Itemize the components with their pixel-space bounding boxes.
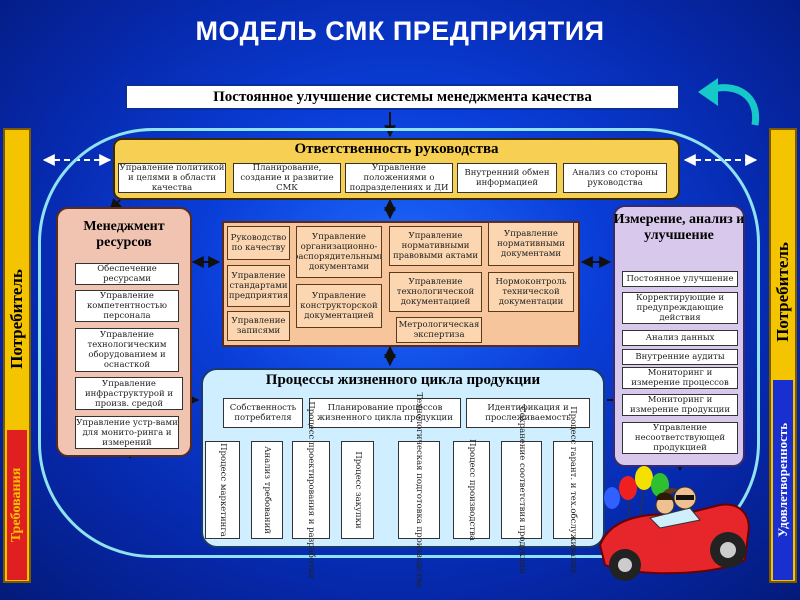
mgmt-item-planning: Планирование, создание и развитие СМК: [233, 163, 341, 193]
measure-item-corrective: Корректирующие и предупреждающие действи…: [622, 292, 738, 324]
doc-item-legal-acts: Управление нормативными правовыми актами: [389, 226, 482, 266]
step-marketing: Процесс маркетинга: [205, 441, 240, 539]
doc-item-records: Управление записями: [227, 311, 290, 341]
left-customer-bar: Потребитель Требования: [3, 128, 31, 583]
doc-item-norm-control: Нормоконтроль технической документации: [488, 272, 574, 312]
mgmt-item-policy: Управление политикой и целями в области …: [118, 163, 226, 193]
process-loop-oval: [38, 128, 760, 558]
resource-item-competence: Управление компетентностью персонала: [75, 290, 179, 322]
doc-item-org-documents: Управление организационно-распорядительн…: [296, 226, 382, 278]
resource-item-infrastructure: Управление инфраструктурой и произв. сре…: [75, 377, 183, 410]
doc-item-quality-manual: Руководство по качеству: [227, 226, 290, 260]
right-customer-bar: Потребитель Удовлетворенность: [769, 128, 797, 583]
measure-item-improvement: Постоянное улучшение: [622, 271, 738, 287]
mgmt-item-communication: Внутренний обмен информацией: [457, 163, 557, 193]
resource-item-equipment: Управление технологическим оборудованием…: [75, 328, 179, 372]
measure-item-data-analysis: Анализ данных: [622, 330, 738, 346]
lifecycle-item-customer-property: Собственность потребителя: [223, 398, 303, 428]
measurement-title: Измерение, анализ и улучшение: [613, 212, 745, 243]
management-title: Ответственность руководства: [294, 141, 499, 157]
step-tech-preparation: Технологическая подготовка производства: [398, 392, 440, 588]
step-design: Процесс проектирования и разработки: [292, 401, 330, 579]
page-title: МОДЕЛЬ СМК ПРЕДПРИЯТИЯ: [195, 16, 605, 46]
lifecycle-item-planning: Планирование процессов жизненного цикла …: [309, 398, 461, 428]
satisfaction-block: Удовлетворенность: [773, 380, 793, 580]
mgmt-item-regulations: Управление положениями о подразделениях …: [345, 163, 453, 193]
improvement-banner: Постоянное улучшение системы менеджмента…: [125, 84, 680, 110]
doc-item-standards: Управление стандартами предприятия: [227, 265, 290, 307]
doc-item-metrology: Метрологическая экспертиза: [396, 317, 482, 343]
resource-item-monitoring-devices: Управление устр-вами для монито-ринга и …: [75, 416, 179, 449]
step-purchasing: Процесс закупки: [341, 441, 374, 539]
doc-item-design-docs: Управление конструкторской документацией: [296, 284, 382, 328]
mgmt-item-review: Анализ со стороны руководства: [563, 163, 667, 193]
step-production: Процесс производства: [453, 439, 490, 541]
resource-item-provision: Обеспечение ресурсами: [75, 263, 179, 285]
measure-item-internal-audits: Внутренние аудиты: [622, 349, 738, 365]
measure-item-product-monitoring: Мониторинг и измерение продукции: [622, 394, 738, 416]
lifecycle-title: Процессы жизненного цикла продукции: [265, 372, 541, 388]
step-preservation: Сохранение соответствия продукции: [501, 406, 542, 574]
lifecycle-item-identification: Идентификация и прослеживаемость: [466, 398, 590, 428]
doc-item-normative-documents: Управление нормативными документами: [488, 222, 574, 266]
resources-title: Менеджмент ресурсов: [83, 219, 165, 250]
measure-item-nonconforming: Управление несоответствующей продукцией: [622, 422, 738, 454]
measure-item-process-monitoring: Мониторинг и измерение процессов: [622, 367, 738, 389]
doc-item-technological-docs: Управление технологической документацией: [389, 272, 482, 312]
step-requirements: Анализ требований: [251, 441, 283, 539]
requirements-block: Требования: [7, 430, 27, 580]
step-service: Процесс гарант. и тех.обслуживания: [553, 406, 593, 574]
